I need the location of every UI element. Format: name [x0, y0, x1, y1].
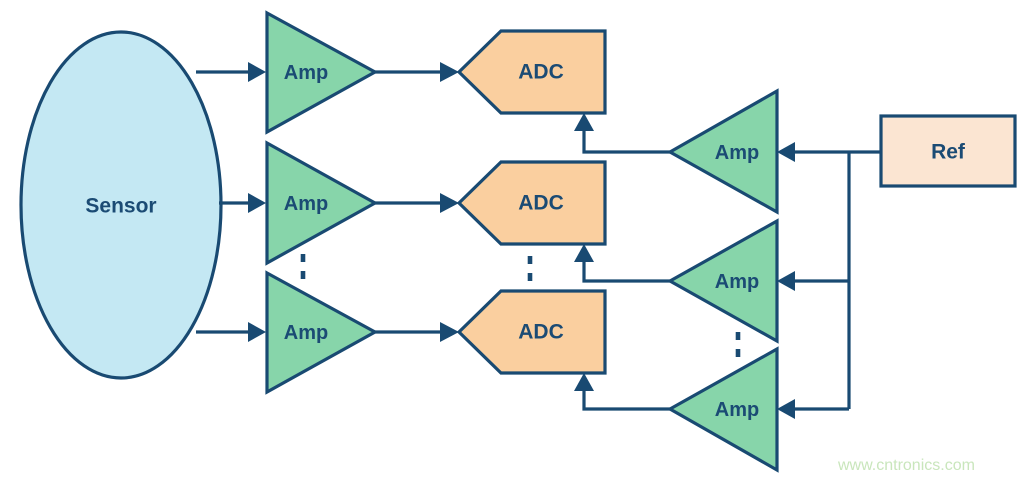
amp2-adc2-arrowhead — [440, 193, 459, 213]
sensor-label: Sensor — [85, 195, 156, 218]
sensor-block[interactable]: Sensor — [19, 30, 223, 380]
adc-block-3-label: ADC — [518, 321, 564, 344]
signal-amp-1-label: Amp — [284, 62, 328, 84]
ref-to-buffer2-arrowhead — [777, 271, 795, 291]
ref-buffer-amp-1[interactable]: Amp — [666, 88, 779, 215]
buffer2-adc2-wire — [582, 262, 670, 283]
sensor-to-amp-connections — [196, 62, 266, 342]
watermark-label: www.cntronics.com — [837, 457, 975, 474]
ref-buffer-amp-3-triangle[interactable] — [666, 346, 779, 473]
adc-block-1-label: ADC — [518, 61, 564, 84]
buffer2-adc2-arrowhead — [574, 244, 594, 262]
sensor-amp2-arrowhead — [248, 193, 266, 213]
ref-source-label: Ref — [931, 141, 966, 164]
buffer1-adc1-wire — [582, 131, 670, 154]
ref-buffer-amp-3-label: Amp — [715, 399, 759, 421]
signal-amp-3[interactable]: Amp — [265, 270, 379, 395]
ref-source-rect[interactable] — [879, 114, 1017, 188]
adc-block-3[interactable]: ADC — [456, 289, 607, 375]
ref-buffer-amp-2-label: Amp — [715, 271, 759, 293]
buffer-to-adc-connections — [574, 113, 670, 411]
signal-amp-1-triangle[interactable] — [265, 10, 379, 135]
ref-to-buffer3-arrowhead — [777, 399, 795, 419]
sensor-amp1-arrowhead — [248, 62, 266, 82]
signal-amp-1[interactable]: Amp — [265, 10, 379, 135]
ref-buffer-amp-1-label: Amp — [715, 142, 759, 164]
sensor-amp3-arrowhead — [248, 322, 266, 342]
adc-block-2-shape[interactable] — [456, 160, 607, 246]
signal-amp-2[interactable]: Amp — [265, 140, 379, 266]
buffer3-adc3-wire — [582, 391, 670, 411]
ref-buffer-amp-2[interactable]: Amp — [666, 218, 779, 344]
adc-block-2[interactable]: ADC — [456, 160, 607, 246]
amp-to-adc-connections — [375, 62, 459, 342]
ref-distribution-bus — [777, 142, 881, 419]
ref-to-buffer1-arrowhead — [777, 142, 795, 162]
signal-amp-3-label: Amp — [284, 322, 328, 344]
adc-block-1-shape[interactable] — [456, 29, 607, 115]
amp3-adc3-arrowhead — [440, 322, 459, 342]
amp1-adc1-arrowhead — [440, 62, 459, 82]
adc-block-2-label: ADC — [518, 192, 564, 215]
ref-source-block[interactable]: Ref — [879, 114, 1017, 188]
signal-amp-3-triangle[interactable] — [265, 270, 379, 395]
signal-amp-2-label: Amp — [284, 193, 328, 215]
adc-block-3-shape[interactable] — [456, 289, 607, 375]
sensor-ellipse[interactable] — [19, 30, 223, 380]
adc-block-1[interactable]: ADC — [456, 29, 607, 115]
buffer3-adc3-arrowhead — [574, 373, 594, 391]
signal-amp-2-triangle[interactable] — [265, 140, 379, 266]
buffer1-adc1-arrowhead — [574, 113, 594, 131]
ref-buffer-amp-1-triangle[interactable] — [666, 88, 779, 215]
ref-buffer-amp-3[interactable]: Amp — [666, 346, 779, 473]
